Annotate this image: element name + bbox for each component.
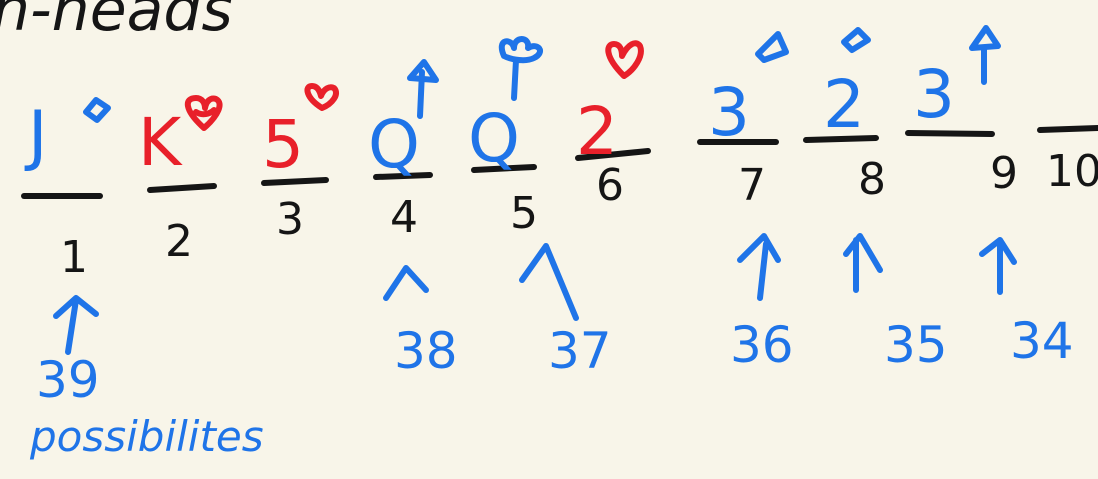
slot-line-6	[575, 148, 651, 161]
card-rank-9: 3	[913, 56, 955, 133]
slot-line-2	[147, 183, 217, 193]
up-arrow-icon	[383, 265, 429, 301]
heading-text: n-heads	[0, 0, 233, 45]
heart-suit-icon	[605, 40, 644, 79]
slot-line-3	[261, 177, 329, 186]
spade-suit-icon	[407, 59, 439, 119]
position-number-9: 9	[990, 148, 1018, 199]
possibility-count: 35	[884, 316, 948, 374]
diamond-suit-icon	[83, 97, 111, 123]
up-arrow-icon	[737, 233, 781, 301]
position-number-5: 5	[510, 188, 538, 239]
position-number-3: 3	[276, 194, 304, 245]
up-arrow-icon	[843, 233, 883, 293]
position-number-7: 7	[738, 160, 766, 211]
diamond-suit-icon	[841, 27, 871, 53]
possibilities-label: possibilites	[30, 412, 264, 461]
position-number-8: 8	[858, 154, 886, 205]
possibility-count: 38	[394, 322, 458, 380]
card-rank-4: Q	[368, 106, 420, 183]
card-rank-2: K	[138, 104, 182, 181]
card-rank-6: 2	[576, 93, 618, 170]
possibility-count: 34	[1010, 312, 1074, 370]
card-rank-5: Q	[468, 100, 520, 177]
card-rank-3: 5	[262, 106, 304, 183]
position-number-1: 1	[60, 232, 88, 283]
card-rank-7: 3	[708, 74, 750, 151]
possibility-count: 39	[36, 351, 100, 409]
up-arrow-icon	[53, 295, 99, 355]
slot-line-8	[803, 135, 879, 143]
spade-suit-icon	[969, 25, 1001, 85]
position-number-4: 4	[390, 192, 418, 243]
possibility-count: 37	[548, 322, 612, 380]
up-arrow-icon	[519, 243, 579, 321]
card-rank-1: J	[28, 97, 48, 174]
up-arrow-icon	[979, 237, 1017, 295]
possibility-count: 36	[730, 316, 794, 374]
slot-line-9	[905, 130, 995, 137]
diamond-suit-icon	[755, 31, 789, 63]
slot-line-10	[1037, 125, 1098, 133]
heart-suit-icon	[304, 83, 340, 111]
position-number-6: 6	[596, 160, 624, 211]
position-number-10: 10	[1046, 146, 1098, 197]
heart-suit-icon	[184, 95, 223, 131]
slot-line-4	[373, 172, 433, 180]
card-rank-8: 2	[823, 66, 865, 143]
slot-line-5	[471, 164, 537, 173]
club-suit-icon	[498, 36, 543, 101]
position-number-2: 2	[165, 216, 193, 267]
